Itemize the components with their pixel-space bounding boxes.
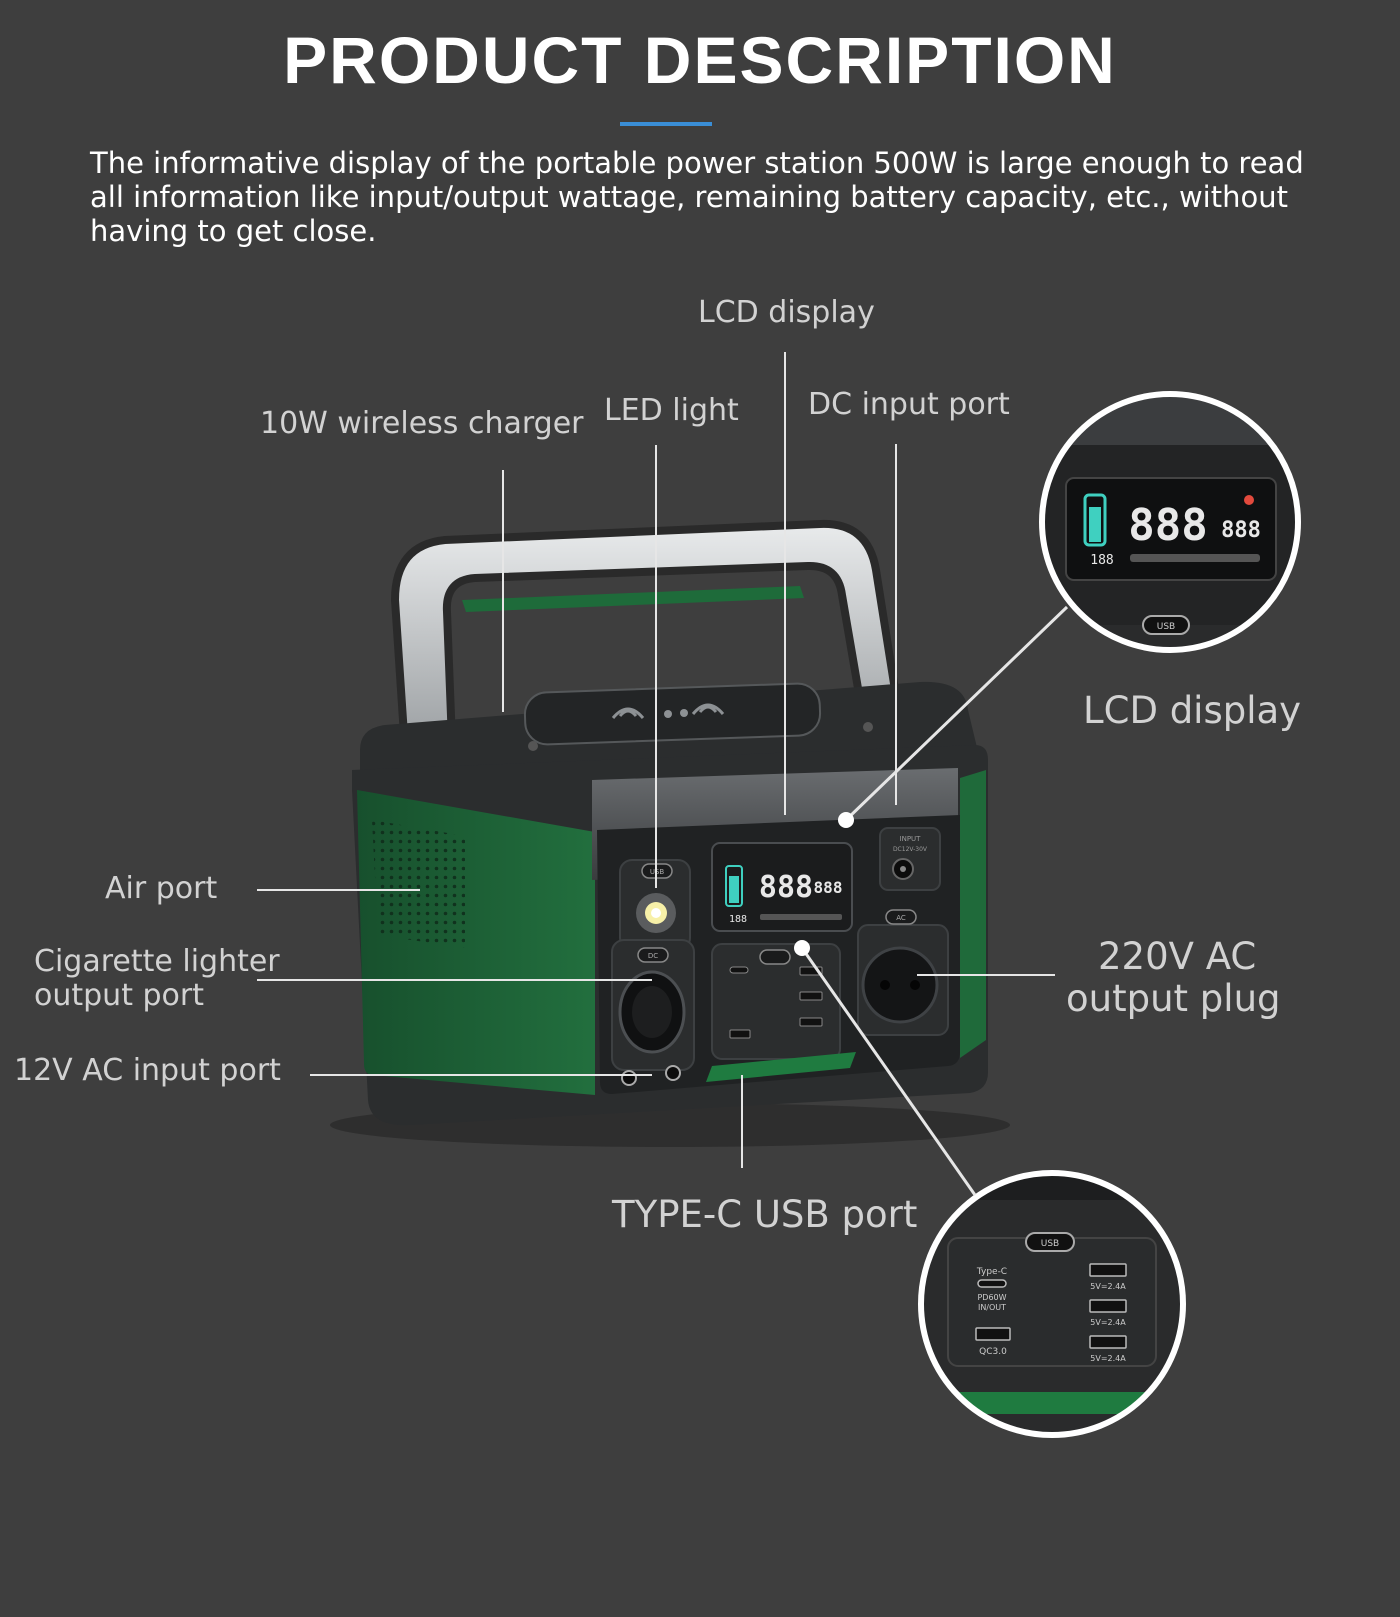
lcd-main-digits: 888 [759,870,813,905]
label-ac-output-line1: 220V AC [1098,935,1257,978]
lcd-callout-dot [838,812,854,828]
usb-zoom-circle: USB Type-C PD60W IN/OUT QC3.0 5V=2.4A 5V… [918,1170,1186,1438]
lcd-secondary-digits: 888 [814,878,843,897]
zoom-lcd-secondary-digits: 888 [1221,518,1261,543]
wireless-charging-pad [523,682,822,746]
product-description: The informative display of the portable … [90,146,1304,248]
label-air-port: Air port [105,871,218,906]
qc-label-text: QC3.0 [979,1347,1007,1357]
usb-spec-text-2: 5V=2.4A [1090,1318,1126,1327]
input-label-text: INPUT [900,835,922,843]
label-lcd-display-top: LCD display [698,295,875,330]
usb-spec-text-3: 5V=2.4A [1090,1354,1126,1363]
usb-callout-dot [794,940,810,956]
lcd-screen: 888 888 188 [711,842,853,932]
title-underline [620,122,712,126]
dc-input-jack [892,858,914,880]
ac-button-text: AC [896,914,906,922]
label-led-light: LED light [604,393,739,428]
page-title: PRODUCT DESCRIPTION [283,23,1117,97]
label-cigarette-lighter-line2: output port [34,978,204,1013]
lcd-zoom-circle: 888 888 188 USB [1039,391,1301,653]
pd-label-text: PD60W [977,1293,1006,1302]
in-out-label-text: IN/OUT [978,1303,1006,1312]
usb-spec-text-1: 5V=2.4A [1090,1282,1126,1291]
zoom-lcd-main-digits: 888 [1128,500,1207,551]
ac-outlet [861,946,939,1024]
label-ac-input-port: 12V AC input port [14,1053,281,1088]
label-ac-output-line2: output plug [1066,977,1281,1020]
leader-lines [257,352,1069,1196]
zoom-lcd-percent-digits: 188 [1090,553,1113,568]
lcd-percent-digits: 188 [729,914,747,925]
label-cigarette-lighter-line1: Cigarette lighter [34,944,280,979]
green-front-strip [706,1052,856,1082]
label-dc-input-port: DC input port [808,387,1010,422]
zoom-usb-button-text: USB [1157,622,1175,632]
led-light [636,893,676,933]
label-type-c-usb-port: TYPE-C USB port [612,1193,918,1236]
dc-button-text: DC [648,952,658,960]
label-lcd-display-zoom: LCD display [1083,689,1302,732]
type-c-label-text: Type-C [976,1267,1007,1277]
input-spec-text: DC12V-30V [893,846,928,853]
cigarette-lighter-socket [618,970,686,1054]
zoom-usb-panel-button-text: USB [1041,1239,1059,1249]
led-usb-button-text: USB [650,868,665,876]
label-wireless-charger: 10W wireless charger [260,406,584,441]
green-side-panel-right [960,770,986,1058]
power-station-device: USB 888 888 188 INPUT DC12V-30V DC [330,519,1010,1147]
